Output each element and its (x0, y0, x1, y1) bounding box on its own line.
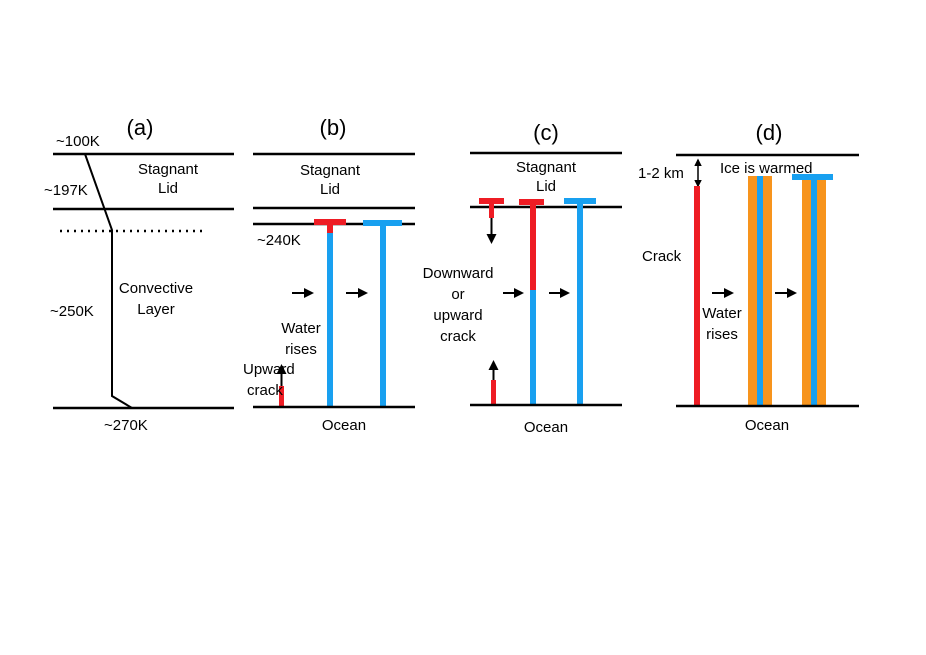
stagnant-lid-label-line2: Lid (536, 178, 556, 195)
water-column (811, 178, 817, 406)
ocean-label: Ocean (322, 417, 366, 434)
water-sill (792, 174, 833, 180)
upward-crack (491, 380, 496, 405)
crack-label-line3: upward (433, 307, 482, 324)
panel-a: (a) ~100K Stagnant Lid ~197K Convective … (44, 115, 234, 434)
water-column-filled (577, 202, 583, 405)
crack-label-line2: or (451, 286, 464, 303)
stagnant-lid-label-line2: Lid (158, 180, 178, 197)
temp-100k-label: ~100K (56, 133, 100, 150)
water-sill (363, 220, 402, 226)
depth-label: 1-2 km (638, 165, 684, 182)
crack-label: Crack (642, 248, 682, 265)
panel-b: (b) Stagnant Lid ~240K Upward crack Wate… (243, 115, 415, 434)
crack-tip-bar (314, 219, 346, 225)
water-column-filled (380, 224, 386, 408)
ocean-label: Ocean (745, 417, 789, 434)
crack-label-line1: Downward (423, 265, 494, 282)
water-sill (564, 198, 596, 204)
water-rises-label-line2: rises (706, 326, 738, 343)
panel-d: (d) 1-2 km Ice is warmed Crack Water ris… (638, 120, 859, 434)
panel-b-title: (b) (320, 115, 347, 140)
crack-segment (327, 224, 333, 234)
water-column (327, 233, 333, 408)
crack-segment (530, 203, 536, 290)
water-column (757, 176, 763, 406)
ice-warmed-label: Ice is warmed (720, 160, 813, 177)
downward-crack (489, 202, 494, 218)
crack-label-line4: crack (440, 328, 476, 345)
crack-column (694, 186, 700, 406)
water-rises-label-line1: Water (702, 305, 741, 322)
stagnant-lid-label-line1: Stagnant (516, 159, 577, 176)
convective-layer-label-line2: Layer (137, 301, 175, 318)
panel-a-title: (a) (127, 115, 154, 140)
water-rises-label-line1: Water (281, 320, 320, 337)
crack-tip-bar (479, 198, 504, 204)
panel-c: (c) Stagnant Lid Downward or upward crac… (423, 120, 622, 436)
convective-layer-label-line1: Convective (119, 280, 193, 297)
water-column (530, 290, 536, 405)
stagnant-lid-label-line1: Stagnant (138, 161, 199, 178)
temperature-profile (84, 153, 133, 409)
upward-crack-label-line2: crack (247, 382, 283, 399)
upward-crack-label-line1: Upward (243, 361, 295, 378)
temp-250k-label: ~250K (50, 303, 94, 320)
crack-tip-bar (519, 199, 544, 205)
upward-crack (279, 386, 284, 408)
panel-d-title: (d) (756, 120, 783, 145)
stagnant-lid-label-line1: Stagnant (300, 162, 361, 179)
panel-c-title: (c) (533, 120, 559, 145)
temp-270k-label: ~270K (104, 417, 148, 434)
temp-197k-label: ~197K (44, 182, 88, 199)
ocean-label: Ocean (524, 419, 568, 436)
temp-240k-label: ~240K (257, 232, 301, 249)
stagnant-lid-label-line2: Lid (320, 181, 340, 198)
water-rises-label-line2: rises (285, 341, 317, 358)
